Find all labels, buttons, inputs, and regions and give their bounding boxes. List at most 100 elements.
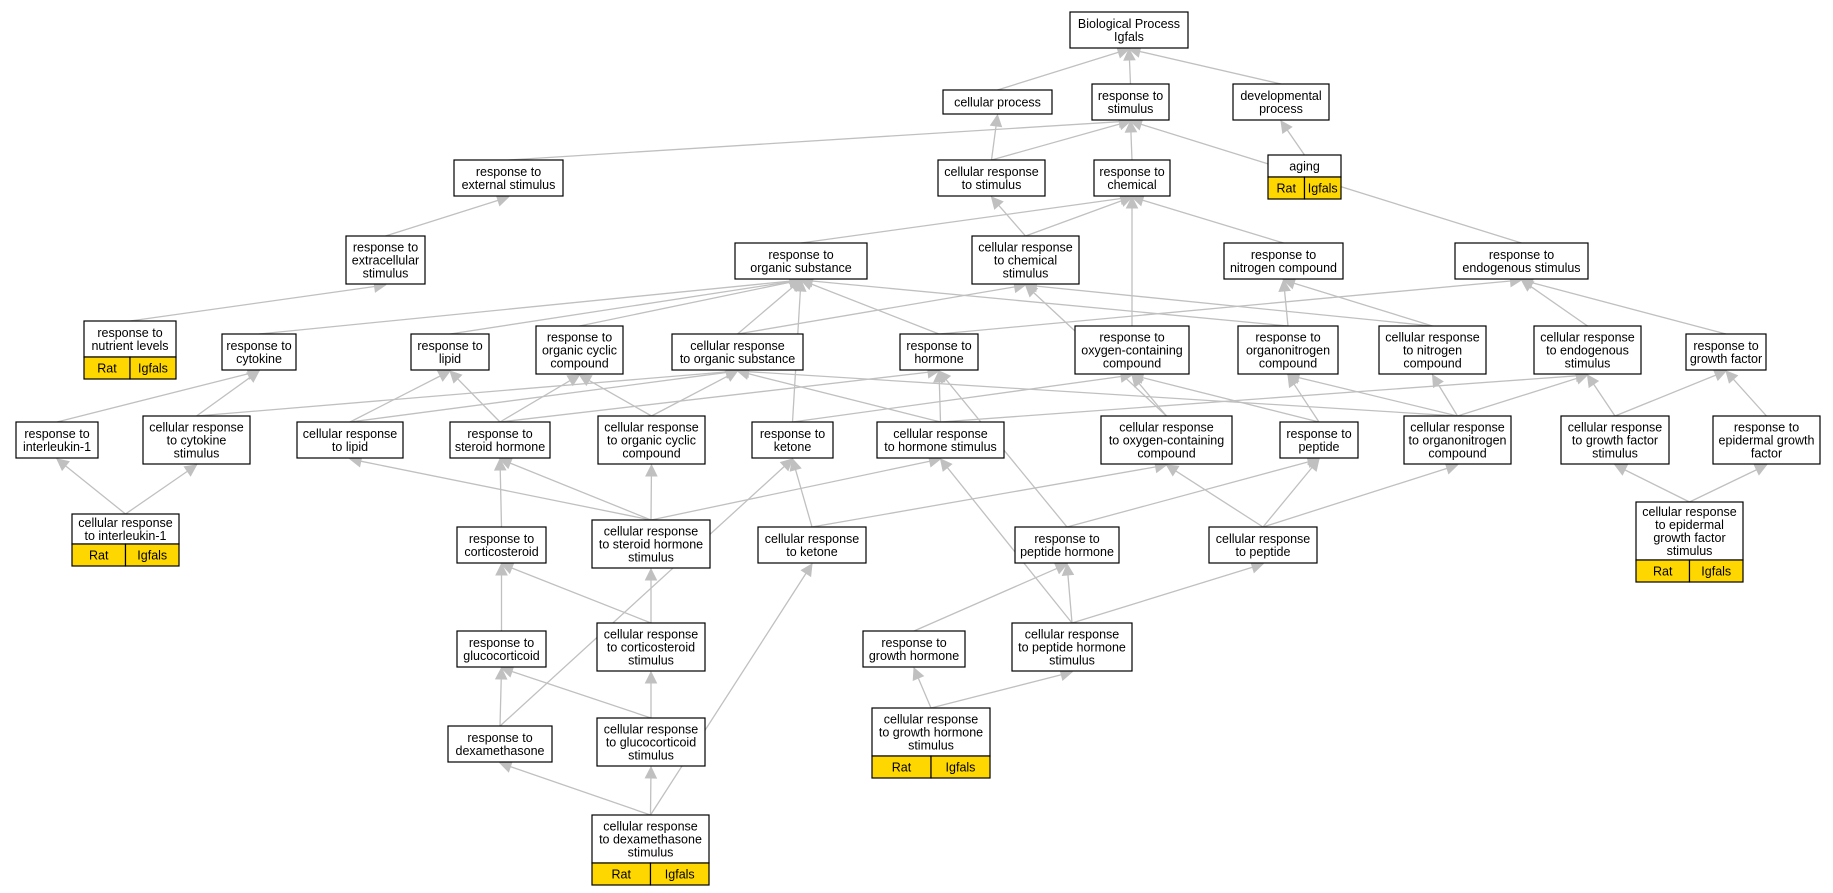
annotation-cell xyxy=(930,755,991,779)
edge-rket-to-roxc xyxy=(792,375,1122,423)
term-label-line: response to xyxy=(476,165,541,179)
term-box xyxy=(1208,526,1318,564)
edge-rpep-to-rorgn xyxy=(1293,383,1320,423)
term-label-line: to dexamethasone xyxy=(599,833,702,847)
arrowhead-icon xyxy=(939,458,953,472)
arrowhead-icon xyxy=(56,458,70,472)
term-label-line: response to xyxy=(1099,331,1164,345)
term-label-line: cellular response xyxy=(1540,331,1635,345)
term-label-line: organonitrogen xyxy=(1246,344,1330,358)
term-label-line: to growth factor xyxy=(1572,434,1658,448)
edge-rlip-to-ros xyxy=(449,281,791,335)
term-box xyxy=(591,519,711,569)
term-label-line: corticosteroid xyxy=(464,545,538,559)
arrowhead-icon xyxy=(1024,284,1039,298)
term-node-cp[interactable]: cellular process xyxy=(942,89,1053,115)
term-label-line: cellular response xyxy=(604,525,699,539)
term-label-line: developmental xyxy=(1240,89,1321,103)
term-label-line: extracellular xyxy=(352,254,419,268)
arrowhead-icon xyxy=(1444,462,1459,475)
edge-crcort-to-rcort xyxy=(511,567,652,624)
term-box xyxy=(671,333,804,371)
edge-crorgn-to-rorgn xyxy=(1298,376,1458,417)
term-label-line: response to xyxy=(24,427,89,441)
edge-crorgn-to-crens xyxy=(1457,377,1578,417)
term-label-line: compound xyxy=(1103,357,1161,371)
term-label-line: stimulus xyxy=(174,447,220,461)
term-box xyxy=(1635,501,1744,561)
term-label-line: endogenous stimulus xyxy=(1462,261,1580,275)
edge-crorgn-to-cros xyxy=(748,371,1458,417)
arrowhead-icon xyxy=(800,563,813,578)
edge-rnl-to-rexs xyxy=(129,285,375,322)
edge-rocc-to-ros xyxy=(579,281,791,327)
term-box xyxy=(1091,83,1170,121)
edge-aging-to-dp xyxy=(1286,129,1306,156)
term-box xyxy=(1223,242,1344,280)
term-label-line: compound xyxy=(622,447,680,461)
term-box xyxy=(757,526,867,564)
term-box xyxy=(1014,526,1120,564)
term-box xyxy=(942,89,1053,115)
term-box xyxy=(862,630,966,668)
annotation-label: Rat xyxy=(1653,565,1673,579)
edge-rs-to-bp xyxy=(1128,59,1132,85)
term-label-line: organic substance xyxy=(750,261,852,275)
term-label-line: compound xyxy=(1403,357,1461,371)
arrowhead-icon xyxy=(1278,278,1291,293)
term-label-line: to oxygen-containing xyxy=(1109,434,1224,448)
term-label-line: to organic substance xyxy=(680,352,795,366)
edge-crgfs-to-rgf xyxy=(1614,374,1717,417)
